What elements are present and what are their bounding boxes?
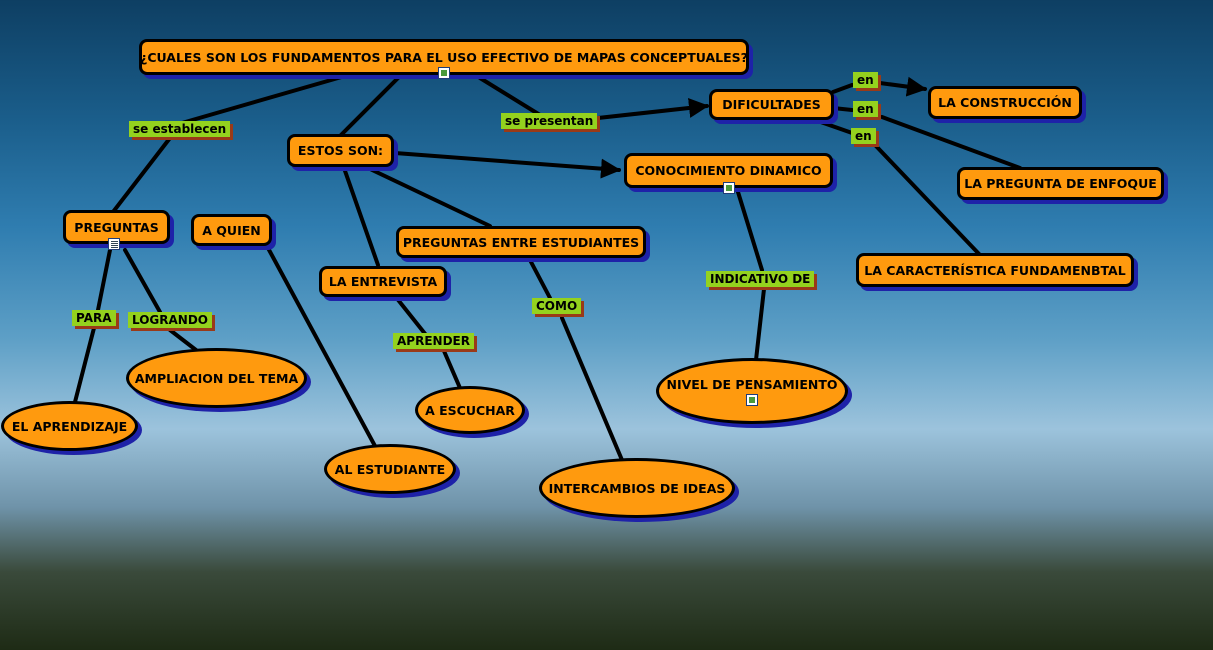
concept-preguntas-entre[interactable]: PREGUNTAS ENTRE ESTUDIANTES (396, 226, 646, 258)
concept-nivel[interactable]: NIVEL DE PENSAMIENTO (656, 358, 848, 424)
link-en-construccion[interactable]: en (853, 72, 878, 88)
link-en-enfoque[interactable]: en (853, 101, 878, 117)
concept-dificultades[interactable]: DIFICULTADES (709, 89, 834, 120)
concept-caracteristica[interactable]: LA CARACTERÍSTICA FUNDAMENBTAL (856, 253, 1134, 287)
concept-intercambios-text: INTERCAMBIOS DE IDEAS (548, 480, 726, 496)
link-se-establecen[interactable]: se establecen (129, 121, 231, 137)
concept-nivel-text: NIVEL DE PENSAMIENTO (666, 376, 838, 392)
image-icon[interactable] (438, 67, 450, 79)
link-indicativo[interactable]: INDICATIVO DE (706, 271, 815, 287)
concept-construccion-text: LA CONSTRUCCIÓN (938, 95, 1072, 110)
document-icon[interactable] (108, 238, 120, 250)
concept-pregunta-enfoque[interactable]: LA PREGUNTA DE ENFOQUE (957, 167, 1164, 200)
concept-al-estudiante[interactable]: AL ESTUDIANTE (324, 444, 456, 494)
link-logrando[interactable]: LOGRANDO (128, 312, 213, 328)
concept-pregunta-enfoque-text: LA PREGUNTA DE ENFOQUE (964, 176, 1157, 191)
concept-a-quien-text: A QUIEN (202, 222, 261, 238)
concept-estos-son[interactable]: ESTOS SON: (287, 134, 394, 167)
link-como[interactable]: COMO (532, 298, 582, 314)
concept-dificultades-text: DIFICULTADES (722, 97, 821, 112)
concept-ampliacion-text: AMPLIACION DEL TEMA (134, 370, 299, 386)
concept-a-quien[interactable]: A QUIEN (191, 214, 272, 246)
concept-aprendizaje[interactable]: EL APRENDIZAJE (1, 401, 138, 451)
link-se-presentan[interactable]: se presentan (501, 113, 598, 129)
concept-preguntas-text: PREGUNTAS (74, 219, 159, 235)
concept-conocimiento-text: CONOCIMIENTO DINAMICO (635, 163, 822, 178)
concept-aprendizaje-text: EL APRENDIZAJE (11, 418, 128, 434)
image-icon[interactable] (746, 393, 758, 406)
concept-ampliacion[interactable]: AMPLIACION DEL TEMA (126, 348, 307, 408)
root-question-text: ¿CUALES SON LOS FUNDAMENTOS PARA EL USO … (140, 49, 748, 65)
concept-caracteristica-text: LA CARACTERÍSTICA FUNDAMENBTAL (864, 262, 1126, 278)
concept-a-escuchar[interactable]: A ESCUCHAR (415, 386, 525, 434)
concept-estos-son-text: ESTOS SON: (297, 143, 384, 158)
concept-intercambios[interactable]: INTERCAMBIOS DE IDEAS (539, 458, 735, 518)
concept-entrevista[interactable]: LA ENTREVISTA (319, 266, 447, 297)
link-aprender[interactable]: APRENDER (393, 333, 474, 349)
image-icon[interactable] (723, 182, 735, 194)
link-para[interactable]: PARA (72, 310, 116, 326)
link-en-caracteristica[interactable]: en (851, 128, 876, 144)
concept-entrevista-text: LA ENTREVISTA (328, 274, 438, 289)
concept-a-escuchar-text: A ESCUCHAR (425, 402, 515, 418)
concept-preguntas-entre-text: PREGUNTAS ENTRE ESTUDIANTES (402, 234, 640, 250)
concept-construccion[interactable]: LA CONSTRUCCIÓN (928, 86, 1082, 119)
concept-al-estudiante-text: AL ESTUDIANTE (334, 461, 446, 477)
